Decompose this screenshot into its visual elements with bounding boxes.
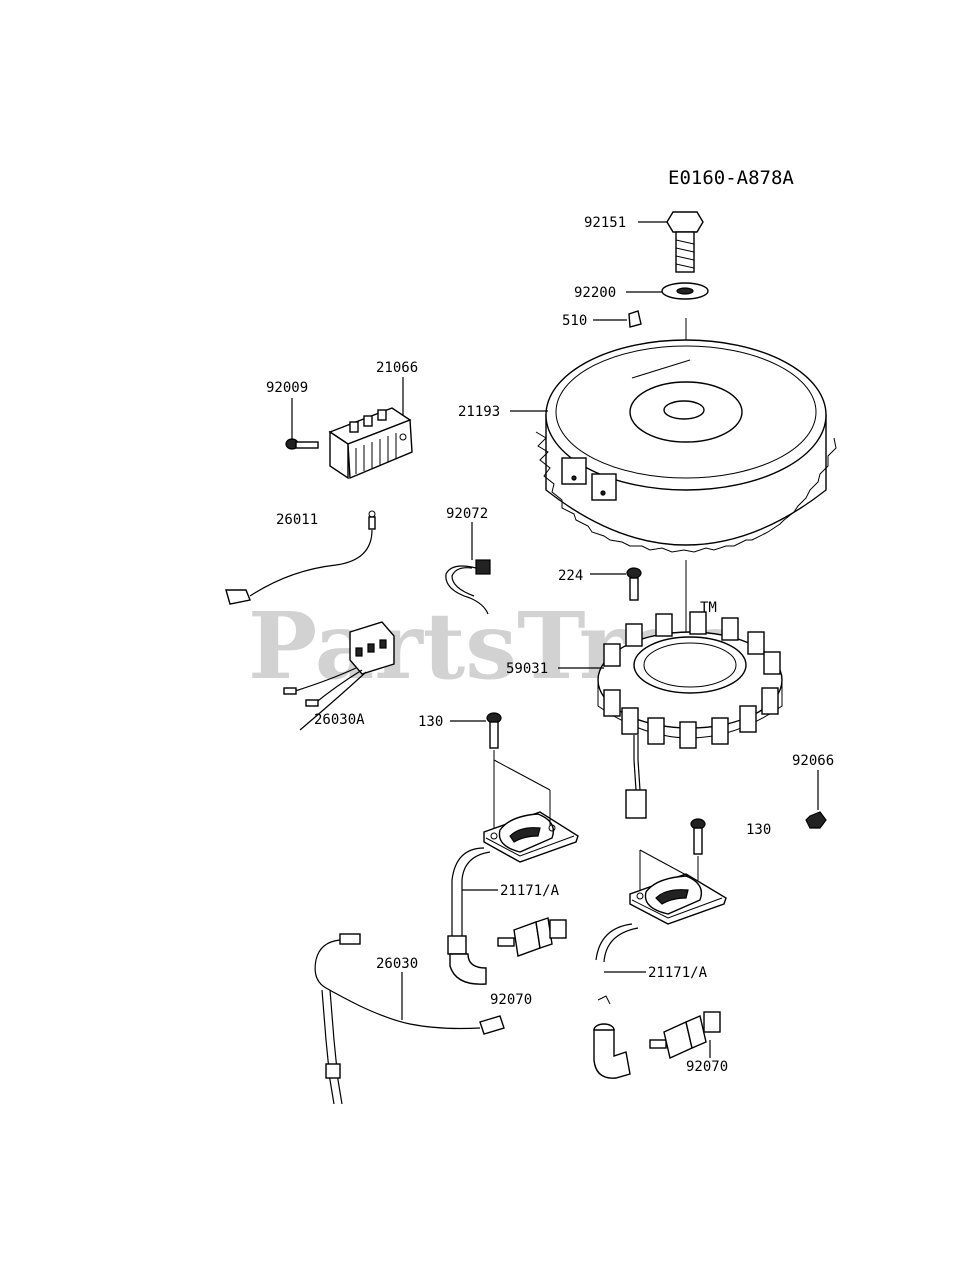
spark-plug-right[interactable] <box>649 1011 721 1059</box>
clamp-92072[interactable] <box>445 559 491 615</box>
label-92200[interactable]: 92200 <box>574 285 616 301</box>
ignition-coil-left[interactable] <box>447 759 579 985</box>
bolt-130-left[interactable] <box>486 712 502 836</box>
label-224[interactable]: 224 <box>558 568 583 584</box>
label-26030[interactable]: 26030 <box>376 956 418 972</box>
screw-92009[interactable] <box>285 438 319 450</box>
label-92072[interactable]: 92072 <box>446 506 488 522</box>
harness-26030A[interactable] <box>283 621 395 731</box>
bolt-92151[interactable] <box>666 211 704 273</box>
ignition-coil-right[interactable] <box>595 849 727 963</box>
label-26011[interactable]: 26011 <box>276 512 318 528</box>
label-21193[interactable]: 21193 <box>458 404 500 420</box>
label-21171-left[interactable]: 21171/A <box>500 883 560 899</box>
label-510[interactable]: 510 <box>562 313 587 329</box>
key-510[interactable] <box>628 310 642 328</box>
stator-59031[interactable] <box>597 611 783 819</box>
label-21171-right[interactable]: 21171/A <box>648 965 708 981</box>
label-26030A[interactable]: 26030A <box>314 712 365 728</box>
label-59031[interactable]: 59031 <box>506 661 548 677</box>
label-92151[interactable]: 92151 <box>584 215 626 231</box>
label-130-left[interactable]: 130 <box>418 714 443 730</box>
label-92070-left[interactable]: 92070 <box>490 992 532 1008</box>
spark-plug-left[interactable] <box>497 917 567 957</box>
label-21066[interactable]: 21066 <box>376 360 418 376</box>
bolt-130-right[interactable] <box>690 818 706 884</box>
label-92066[interactable]: 92066 <box>792 753 834 769</box>
washer-92200[interactable] <box>661 282 709 300</box>
label-92070-right[interactable]: 92070 <box>686 1059 728 1075</box>
lead-wire-26030[interactable] <box>314 933 505 1105</box>
label-92009[interactable]: 92009 <box>266 380 308 396</box>
regulator-21066[interactable] <box>328 407 413 480</box>
plug-cap-right[interactable] <box>593 995 631 1079</box>
flywheel-21193[interactable] <box>535 339 837 553</box>
lead-wire-26011[interactable] <box>225 510 376 605</box>
label-130-right[interactable]: 130 <box>746 822 771 838</box>
screw-224[interactable] <box>626 567 642 601</box>
nut-92066[interactable] <box>805 811 827 829</box>
diagram-code: E0160-A878A <box>668 167 794 189</box>
